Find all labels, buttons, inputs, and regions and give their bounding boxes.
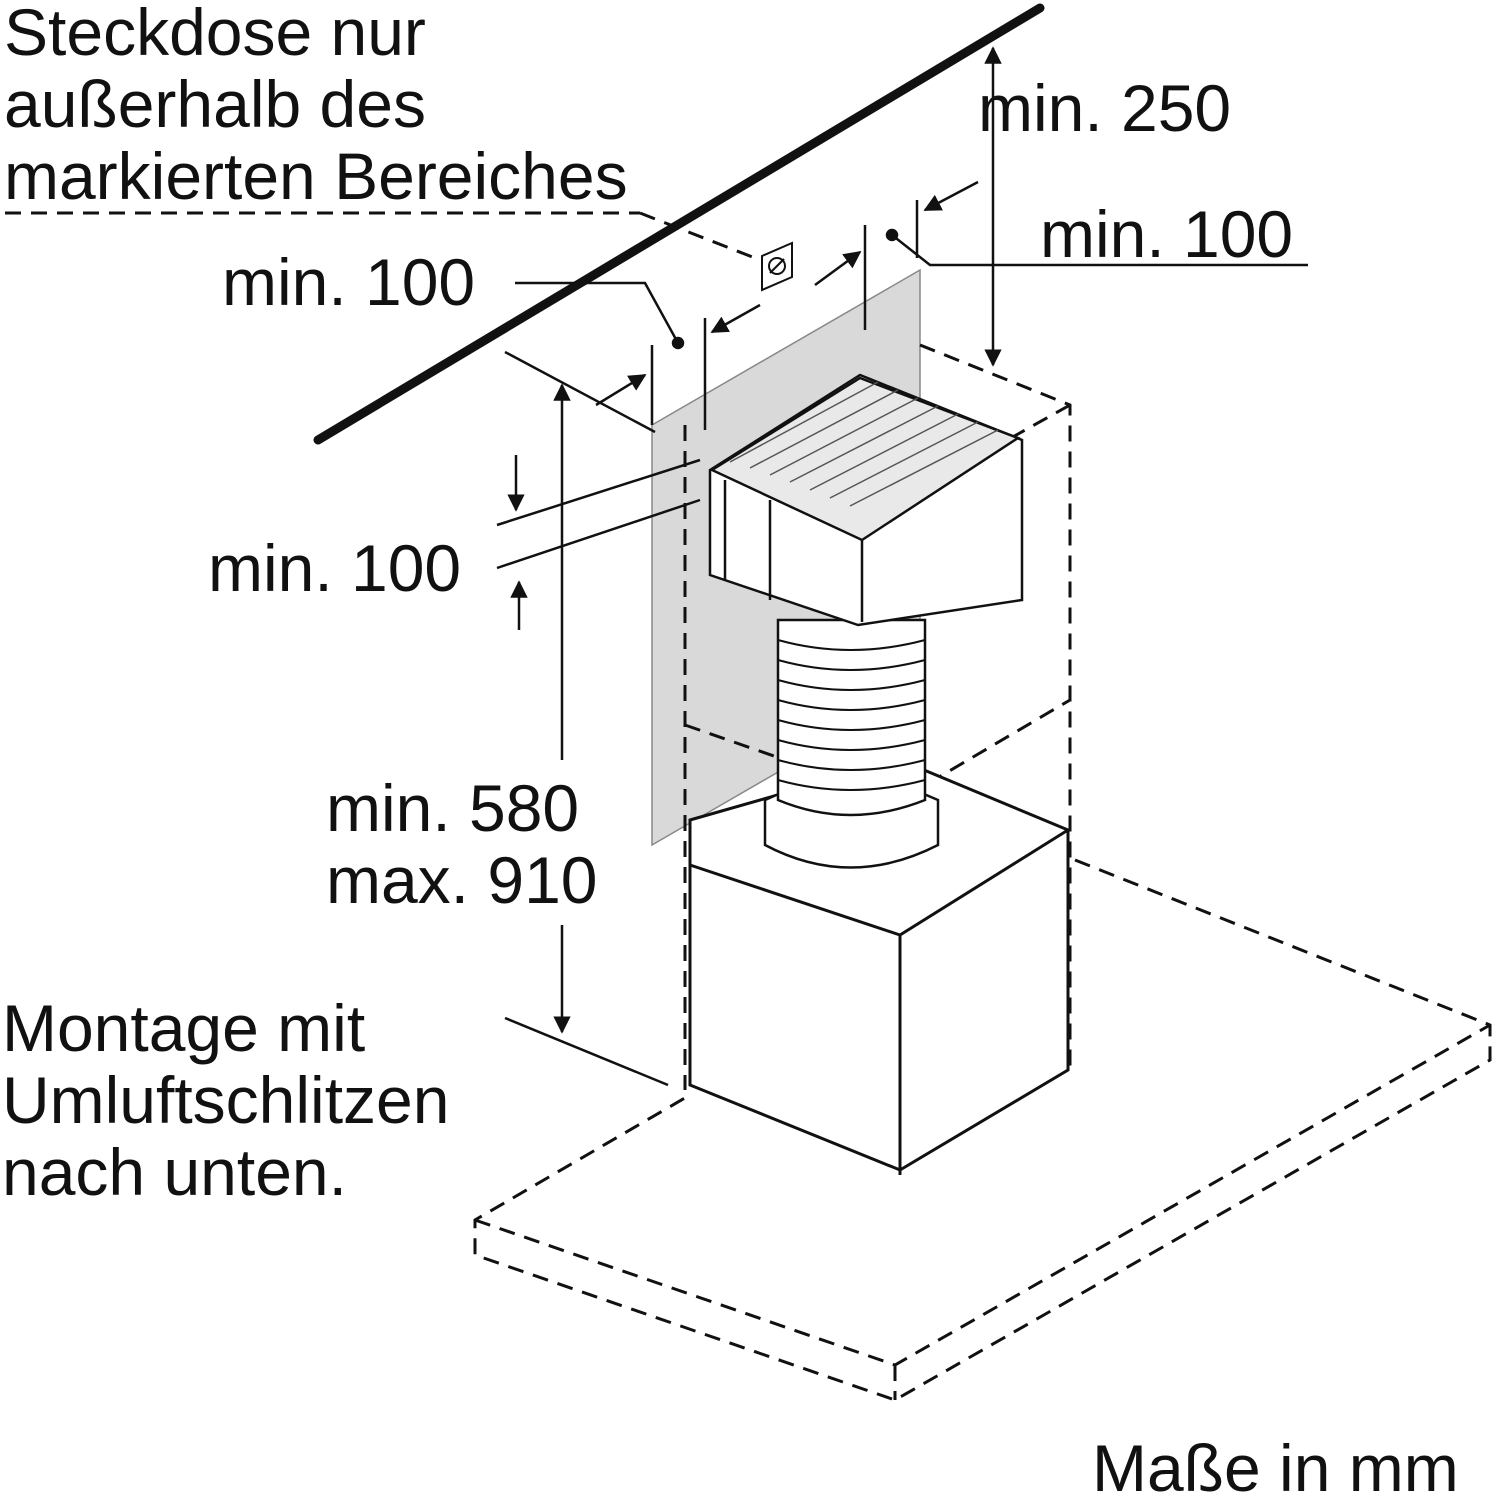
- dim-height-range: [504, 350, 669, 1087]
- dim-min-100-vertical: [496, 455, 701, 630]
- flex-duct: [763, 618, 940, 869]
- dim-min-100-right: [814, 180, 1308, 330]
- mounting-note: Montage mit Umluftschlitzen nach unten.: [2, 992, 449, 1208]
- mounting-note-line-2: Umluftschlitzen: [2, 1063, 450, 1137]
- dim-min-100-left: [515, 281, 761, 430]
- min-100-vertical-label: min. 100: [208, 531, 462, 605]
- min-100-right-label: min. 100: [1040, 197, 1294, 271]
- min-100-left-label: min. 100: [222, 245, 476, 319]
- height-max-label: max. 910: [326, 843, 598, 917]
- filter-grid: [729, 381, 999, 507]
- socket-note: Steckdose nur außerhalb des markierten B…: [4, 0, 628, 212]
- ceiling-line: [313, 3, 1045, 445]
- mounting-note-line-3: nach unten.: [2, 1135, 347, 1209]
- flex-duct-ribs: [777, 639, 926, 791]
- socket-note-line-3: markierten Bereiches: [4, 139, 628, 213]
- recirculation-box: [688, 758, 1070, 1172]
- socket-note-line-1: Steckdose nur: [4, 0, 426, 69]
- mounting-note-line-1: Montage mit: [2, 991, 366, 1065]
- filter-unit: [708, 373, 1024, 627]
- socket-note-line-2: außerhalb des: [4, 67, 426, 141]
- hood-canopy-outline: [473, 858, 1492, 1402]
- socket-symbol: [761, 241, 793, 292]
- units-note: Maße in mm: [1092, 1431, 1459, 1505]
- height-range-label: min. 580 max. 910: [326, 772, 597, 916]
- min-250-label: min. 250: [978, 71, 1232, 145]
- height-min-label: min. 580: [326, 771, 580, 845]
